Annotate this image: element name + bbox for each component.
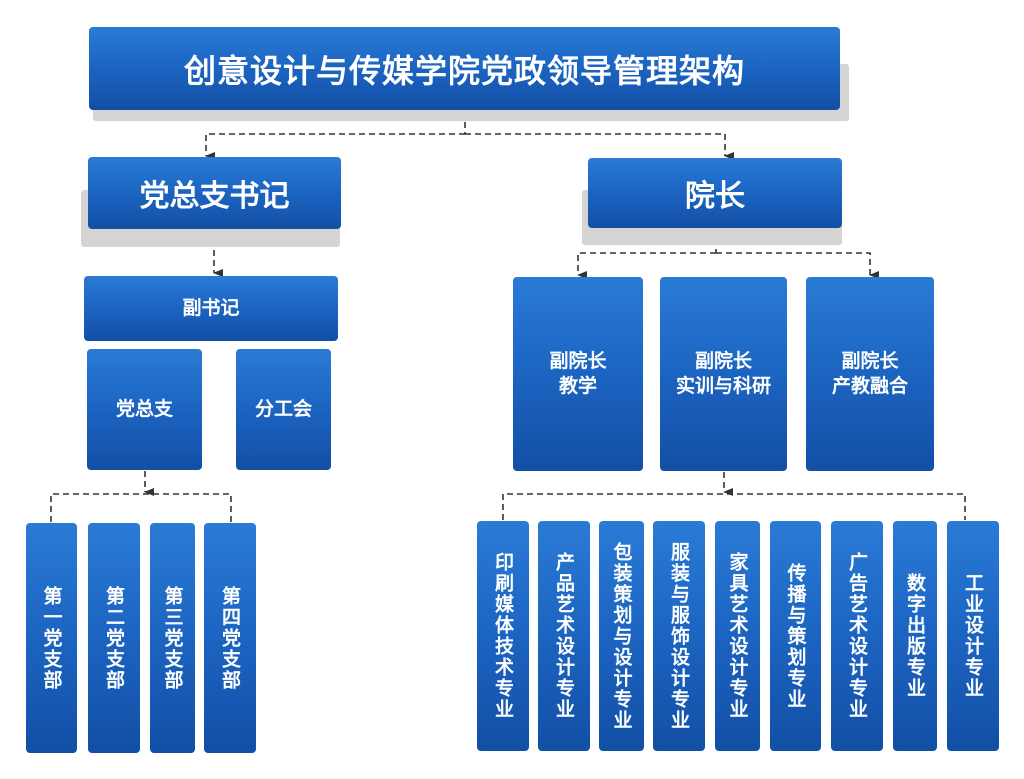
major-box: 包装策划与设计专业 [599,521,644,751]
major-box: 印刷媒体技术专业 [477,521,529,751]
party-branch-box: 第二党支部 [88,523,140,753]
general-branch-box: 党总支 [87,349,202,470]
major-label: 服装与服饰设计专业 [668,541,690,731]
connector-title-to-secretary [205,133,465,160]
connector-title-to-dean [465,133,734,160]
major-label: 包装策划与设计专业 [610,541,633,731]
party-branch-label: 第四党支部 [219,585,241,691]
connector-dean-to-vice-right [716,252,879,279]
party-secretary-label: 党总支书记 [139,179,290,214]
vice-dean-label: 副院长 实训与科研 [675,350,771,397]
major-label: 产品艺术设计专业 [553,552,575,720]
connector-majors-bus [502,493,966,520]
major-box: 服装与服饰设计专业 [653,521,705,751]
party-branch-box: 第一党支部 [26,523,77,753]
party-branch-box: 第三党支部 [150,523,195,753]
org-title-box: 创意设计与传媒学院党政领导管理架构 [89,27,840,110]
major-label: 家具艺术设计专业 [726,552,749,720]
connector-dean-to-vice-left [577,252,716,279]
dean-label: 院长 [685,179,745,214]
connector-branch-bus [50,493,232,522]
vice-dean-box: 副院长 教学 [513,277,643,471]
vice-dean-label: 副院长 教学 [549,350,607,397]
deputy-secretary-box: 副书记 [84,276,338,341]
vice-dean-label: 副院长 产教融合 [831,350,908,397]
major-box: 家具艺术设计专业 [715,521,760,751]
party-branch-box: 第四党支部 [204,523,256,753]
deputy-secretary-label: 副书记 [182,297,240,319]
party-branch-label: 第三党支部 [161,585,184,691]
party-secretary-box: 党总支书记 [88,157,341,229]
major-box: 广告艺术设计专业 [831,521,883,751]
major-label: 传播与策划专业 [784,562,807,710]
major-box: 传播与策划专业 [770,521,821,751]
general-branch-label: 党总支 [115,398,173,420]
major-box: 产品艺术设计专业 [538,521,590,751]
org-title: 创意设计与传媒学院党政领导管理架构 [183,51,745,90]
party-branch-label: 第一党支部 [40,585,63,691]
major-label: 广告艺术设计专业 [846,552,868,720]
major-label: 工业设计专业 [962,573,984,699]
trade-union-box: 分工会 [236,349,331,470]
vice-dean-box: 副院长 产教融合 [806,277,934,471]
dean-box: 院长 [588,158,842,228]
major-box: 数字出版专业 [893,521,937,751]
party-branch-label: 第二党支部 [103,585,125,691]
major-box: 工业设计专业 [947,521,999,751]
trade-union-label: 分工会 [254,398,312,420]
vice-dean-box: 副院长 实训与科研 [660,277,787,471]
major-label: 数字出版专业 [904,573,926,699]
major-label: 印刷媒体技术专业 [492,552,514,720]
